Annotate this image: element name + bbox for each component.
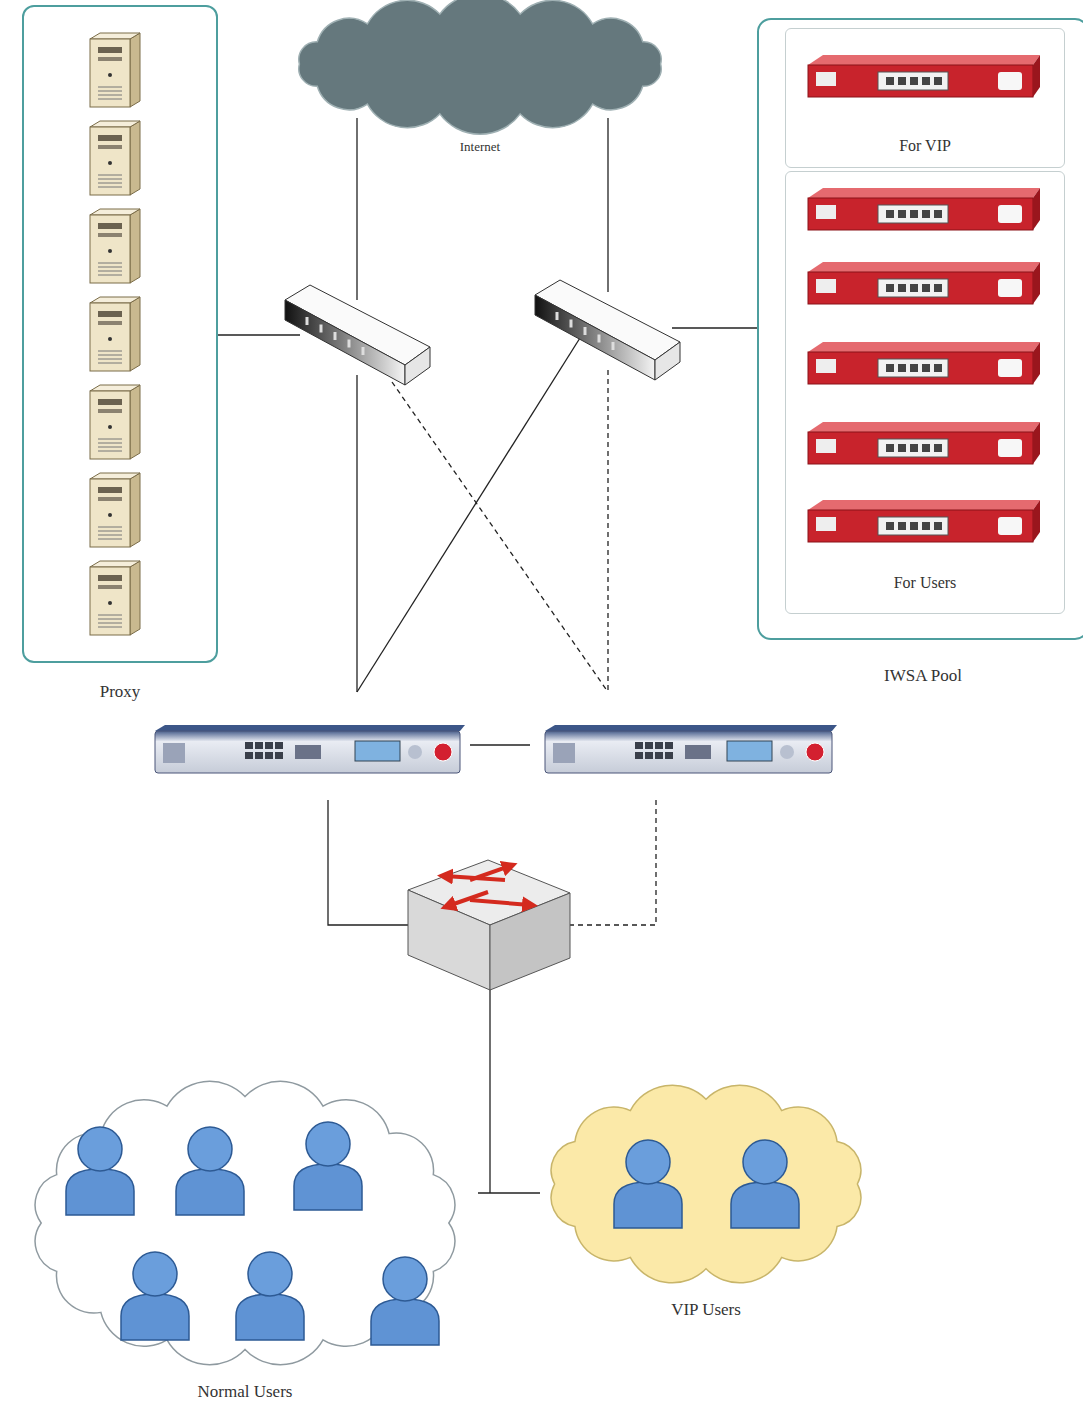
switch-arrow <box>445 876 505 880</box>
node-label: Proxy <box>24 682 216 702</box>
user-icon <box>176 1127 244 1215</box>
internet-cloud: Internet <box>270 0 690 165</box>
user-icon <box>121 1252 189 1340</box>
left-switch <box>285 285 430 385</box>
proxy-servers <box>90 33 140 635</box>
user-icon <box>371 1257 439 1345</box>
load-balancer <box>155 725 465 773</box>
node-label: For VIP <box>786 137 1064 155</box>
cloud-outline <box>530 1078 882 1290</box>
iwsa-appliances <box>808 55 1040 542</box>
network-link <box>357 330 585 692</box>
node-label: IWSA Pool <box>759 666 1083 686</box>
network-link <box>218 334 300 335</box>
vip-appliance-box: For VIP <box>785 28 1065 168</box>
load-balancer <box>545 725 837 773</box>
server-tower <box>90 473 140 547</box>
iwsa-pool-group: IWSA PoolFor VIPFor Users <box>757 18 1083 640</box>
backup-link <box>392 382 608 692</box>
iwsa-appliance <box>808 262 1040 304</box>
vip-users-cloud: VIP Users <box>530 1078 882 1328</box>
user-icon <box>236 1252 304 1340</box>
server-tower <box>90 561 140 635</box>
network-link <box>607 118 608 292</box>
iwsa-appliance <box>808 55 1040 97</box>
cloud-shape <box>299 0 661 134</box>
core-switch <box>408 860 570 990</box>
iwsa-appliance <box>808 188 1040 230</box>
user-icon <box>731 1140 799 1228</box>
switch-arrow <box>470 900 530 905</box>
user-icon <box>66 1127 134 1215</box>
proxy-group: Proxy <box>22 5 218 663</box>
cloud-shape <box>35 1081 455 1364</box>
user-appliance-box: For Users <box>785 171 1065 614</box>
node-label: Normal Users <box>8 1382 482 1402</box>
normal-users-cloud: Normal Users <box>8 1065 482 1405</box>
server-tower <box>90 385 140 459</box>
backup-link <box>607 370 608 692</box>
server-tower <box>90 209 140 283</box>
server-tower <box>90 121 140 195</box>
cloud-shape <box>551 1085 861 1283</box>
iwsa-appliance <box>808 342 1040 384</box>
cloud-outline <box>270 0 690 128</box>
user-icon <box>294 1122 362 1210</box>
iwsa-appliance <box>808 500 1040 542</box>
right-switch <box>535 280 680 380</box>
network-link <box>470 744 530 745</box>
node-label: VIP Users <box>530 1300 882 1320</box>
network-link <box>478 1192 540 1193</box>
server-tower <box>90 33 140 107</box>
network-link <box>356 118 357 300</box>
iwsa-appliance <box>808 422 1040 464</box>
node-label: For Users <box>786 574 1064 592</box>
user-icon <box>614 1140 682 1228</box>
network-link <box>356 375 357 692</box>
backup-link <box>568 800 656 925</box>
node-label: Internet <box>270 140 690 155</box>
network-link <box>672 327 757 328</box>
cloud-outline <box>8 1065 482 1381</box>
network-link <box>328 800 410 925</box>
server-tower <box>90 297 140 371</box>
wires <box>218 118 757 1193</box>
network-link <box>489 988 490 1193</box>
